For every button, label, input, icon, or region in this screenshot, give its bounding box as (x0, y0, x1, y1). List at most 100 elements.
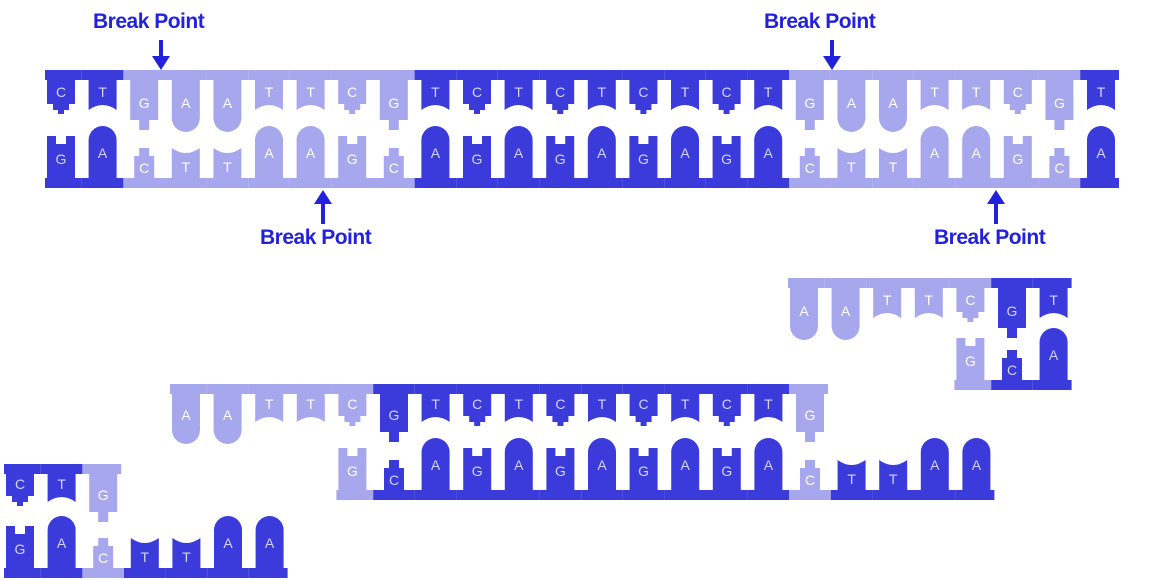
backbone-segment (622, 178, 665, 188)
top-base-A (172, 392, 200, 444)
top-base-label: T (514, 84, 523, 100)
bottom-base-label: G (638, 151, 649, 167)
bottom-base-G (338, 448, 367, 490)
backbone-segment (165, 568, 208, 578)
top-base-label: C (722, 84, 732, 100)
top-base-label: T (764, 396, 773, 412)
top-base-label: G (388, 95, 399, 111)
backbone-segment (581, 384, 623, 394)
top-base-label: T (925, 292, 934, 308)
bottom-base-G (546, 448, 575, 490)
bottom-base-A (504, 438, 533, 490)
bottom-base-G (6, 526, 34, 568)
bottom-base-label: G (638, 463, 649, 479)
top-base-label: T (930, 84, 939, 100)
top-base-label: C (347, 84, 357, 100)
bottom-base-label: A (306, 145, 316, 161)
backbone-segment (747, 490, 790, 500)
backbone-segment (872, 70, 914, 80)
backbone-segment (949, 278, 992, 288)
bottom-base-A (47, 516, 76, 568)
bottom-base-label: A (972, 457, 982, 473)
bottom-base-A (255, 126, 283, 178)
backbone-segment (664, 70, 706, 80)
bottom-base-A (504, 126, 533, 178)
top-base-label: G (389, 407, 400, 423)
backbone-segment (705, 178, 748, 188)
top-base-T (504, 80, 533, 110)
backbone-segment (581, 70, 623, 80)
top-base-label: T (681, 84, 690, 100)
top-base-label: T (431, 396, 440, 412)
top-base-label: C (1013, 84, 1023, 100)
backbone-segment (830, 178, 873, 188)
top-base-C (47, 80, 75, 114)
top-base-C (6, 472, 34, 506)
bottom-base-label: A (764, 457, 774, 473)
top-base-C (338, 392, 367, 426)
top-base-T (671, 80, 699, 110)
backbone-segment (747, 384, 790, 394)
backbone-segment (830, 70, 873, 80)
bottom-base-A (421, 438, 450, 490)
backbone-segment (872, 490, 914, 500)
backbone-segment (498, 384, 540, 394)
top-base-T (47, 472, 76, 502)
top-base-C (1003, 80, 1032, 114)
bottom-base-label: G (721, 151, 732, 167)
bottom-base-label: C (389, 472, 399, 488)
backbone-segment (289, 70, 332, 80)
bottom-base-label: T (223, 159, 232, 175)
top-base-A (171, 80, 200, 132)
backbone-segment (4, 464, 41, 474)
backbone-segment (539, 70, 581, 80)
top-base-T (587, 80, 616, 110)
bottom-base-C (383, 148, 404, 178)
top-base-T (873, 288, 902, 318)
bottom-base-A (214, 516, 242, 568)
down-arrow-icon (152, 40, 170, 70)
bottom-base-G (629, 448, 658, 490)
backbone-segment (248, 178, 290, 188)
backbone-segment (1038, 178, 1081, 188)
bottom-base-A (920, 438, 949, 490)
top-base-C (712, 80, 741, 114)
backbone-segment (914, 490, 956, 500)
backbone-segment (206, 178, 249, 188)
top-base-T (1087, 80, 1115, 110)
bottom-base-label: T (182, 549, 191, 565)
bottom-base-T (879, 148, 907, 178)
bottom-base-A (754, 126, 783, 178)
bottom-base-C (384, 460, 404, 490)
backbone-segment (664, 490, 706, 500)
backbone-segment (4, 568, 41, 578)
bottom-base-C (800, 460, 820, 490)
top-base-label: C (638, 84, 648, 100)
bottom-base-label: G (1012, 151, 1023, 167)
bottom-base-label: G (555, 463, 566, 479)
bottom-base-C (93, 538, 114, 568)
bottom-base-T (213, 148, 242, 178)
backbone-segment (705, 70, 748, 80)
backbone-segment (248, 70, 290, 80)
bottom-base-label: T (889, 471, 898, 487)
backbone-segment (123, 178, 165, 188)
bottom-base-label: A (930, 145, 940, 161)
backbone-segment (165, 178, 207, 188)
bottom-base-label: T (889, 159, 898, 175)
bottom-base-A (962, 438, 991, 490)
bottom-base-T (172, 538, 201, 568)
backbone-segment (206, 384, 249, 394)
backbone-segment (622, 490, 665, 500)
top-base-label: C (965, 292, 975, 308)
bottom-base-label: G (965, 353, 976, 369)
break-point-label-bottom-left: Break Point (260, 226, 372, 249)
bottom-base-label: C (805, 472, 815, 488)
top-base-G (795, 80, 824, 130)
bottom-base-T (130, 538, 159, 568)
bottom-base-A (587, 126, 616, 178)
backbone-segment (830, 490, 873, 500)
bottom-base-label: A (597, 145, 607, 161)
